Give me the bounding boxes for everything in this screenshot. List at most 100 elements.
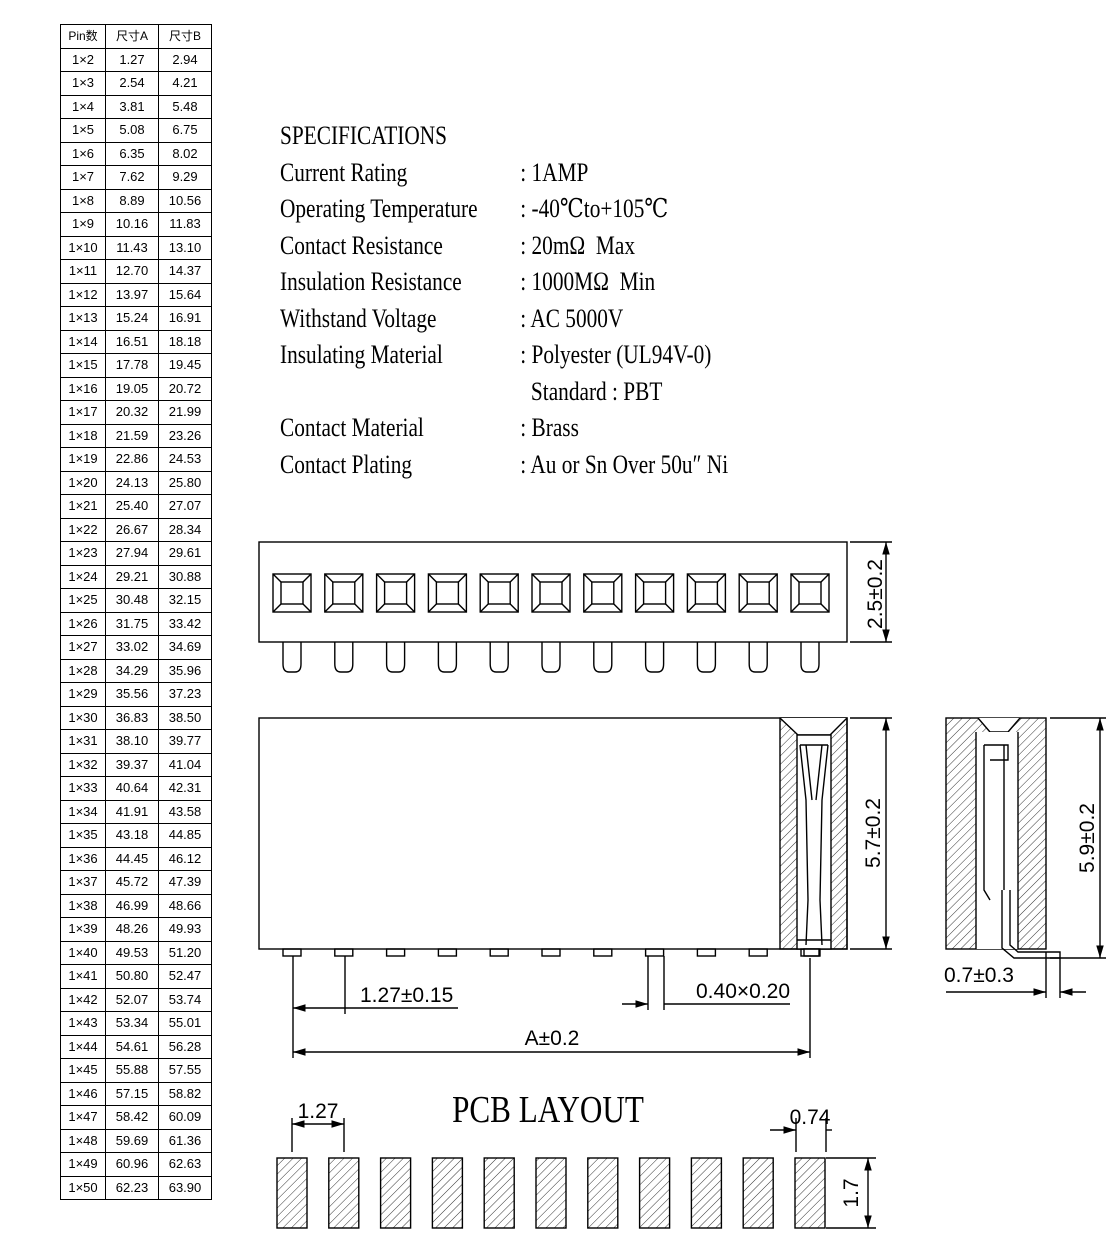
table-cell: 1×49 [60,1152,106,1177]
length-dimension: A±0.2 [525,1027,580,1050]
side-height-dimension: 5.9±0.2 [1076,803,1099,873]
table-cell: 29.61 [158,541,212,566]
top-pin [334,642,354,673]
table-cell: 51.20 [158,940,212,965]
spec-row: Insulating Material: Polyester (UL94V-0) [280,337,711,374]
table-cell: 1×17 [60,400,106,425]
table-cell: 41.04 [158,752,212,777]
table-cell: 1×12 [60,282,106,307]
top-pin [282,642,302,673]
table-cell: 33.42 [158,611,212,636]
front-pin [385,948,406,957]
table-cell: 26.67 [105,517,159,542]
table-cell: 4.21 [158,71,212,96]
table-cell: 25.80 [158,470,212,495]
table-cell: 38.10 [105,729,159,754]
top-pin [385,642,406,673]
table-cell: 5.08 [105,118,159,143]
table-cell: 21.99 [158,400,212,425]
tail-dimension: 0.7±0.3 [944,964,1014,987]
pcb-layout-title: PCB LAYOUT [452,1088,644,1131]
table-cell: 1×40 [60,940,106,965]
table-cell: 1×43 [60,1011,106,1036]
table-cell: 58.82 [158,1081,212,1106]
table-cell: 2.54 [105,71,159,96]
spec-value: : 1AMP [520,157,589,187]
spec-label: Withstand Voltage [280,303,437,333]
table-cell: 11.83 [158,212,212,237]
pcb-pad [690,1157,723,1229]
socket-cavity [375,573,416,613]
top-pin [541,642,561,673]
table-cell: 1×50 [60,1175,106,1200]
table-cell: 54.61 [105,1034,159,1059]
table-cell: 1×45 [60,1058,106,1083]
table-cell: 62.63 [158,1152,212,1177]
top-pin [437,642,458,673]
front-pin [541,948,561,957]
table-cell: 29.21 [105,564,159,589]
table-header-cell: 尺寸A [105,24,159,49]
table-cell: 46.99 [105,893,159,918]
front-view-body [258,717,848,950]
table-cell: 43.58 [158,799,212,824]
table-cell: 16.51 [105,329,159,354]
table-cell: 46.12 [158,846,212,871]
spec-label: Insulation Resistance [280,267,462,296]
table-cell: 60.96 [105,1152,159,1177]
top-pin [748,642,768,673]
table-cell: 39.77 [158,729,212,754]
pcb-pad [328,1157,360,1229]
top-view-body [258,541,848,643]
front-view-pins [282,948,820,957]
top-view-pins [282,642,820,673]
table-cell: 37.23 [158,682,212,707]
front-pin [334,948,354,957]
table-cell: 1×37 [60,870,106,895]
table-cell: 36.83 [105,705,159,730]
table-cell: 19.45 [158,353,212,378]
table-cell: 15.24 [105,306,159,331]
table-cell: 1×13 [60,306,106,331]
table-cell: 44.45 [105,846,159,871]
spec-label: Contact Plating [280,449,413,479]
pcb-pad [535,1157,567,1229]
table-cell: 2.94 [158,47,212,72]
table-cell: 1×27 [60,635,106,660]
table-cell: 1×6 [60,141,106,166]
socket-cavity [531,573,571,613]
spec-row: Contact Resistance: 20mΩ Max [280,228,635,265]
socket-cavity [479,573,519,613]
spec-value: : AC 5000V [520,303,624,333]
spec-row: Contact Plating: Au or Sn Over 50u″ Ni [280,447,728,484]
spec-label: Contact Resistance [280,230,443,260]
spec-row: Withstand Voltage : AC 5000V [280,301,623,338]
socket-cavity [427,573,468,613]
table-cell: 33.02 [105,635,159,660]
table-cell: 20.32 [105,400,159,425]
pcb-pad [587,1157,619,1229]
spec-value: Standard : PBT [520,376,663,406]
pcb-pad [431,1157,464,1229]
table-cell: 61.36 [158,1128,212,1153]
table-cell: 1×16 [60,376,106,401]
spec-row: Operating Temperature: -40℃to+105℃ [280,191,668,228]
table-cell: 59.69 [105,1128,159,1153]
table-cell: 56.28 [158,1034,212,1059]
table-cell: 13.97 [105,282,159,307]
table-cell: 49.53 [105,940,159,965]
